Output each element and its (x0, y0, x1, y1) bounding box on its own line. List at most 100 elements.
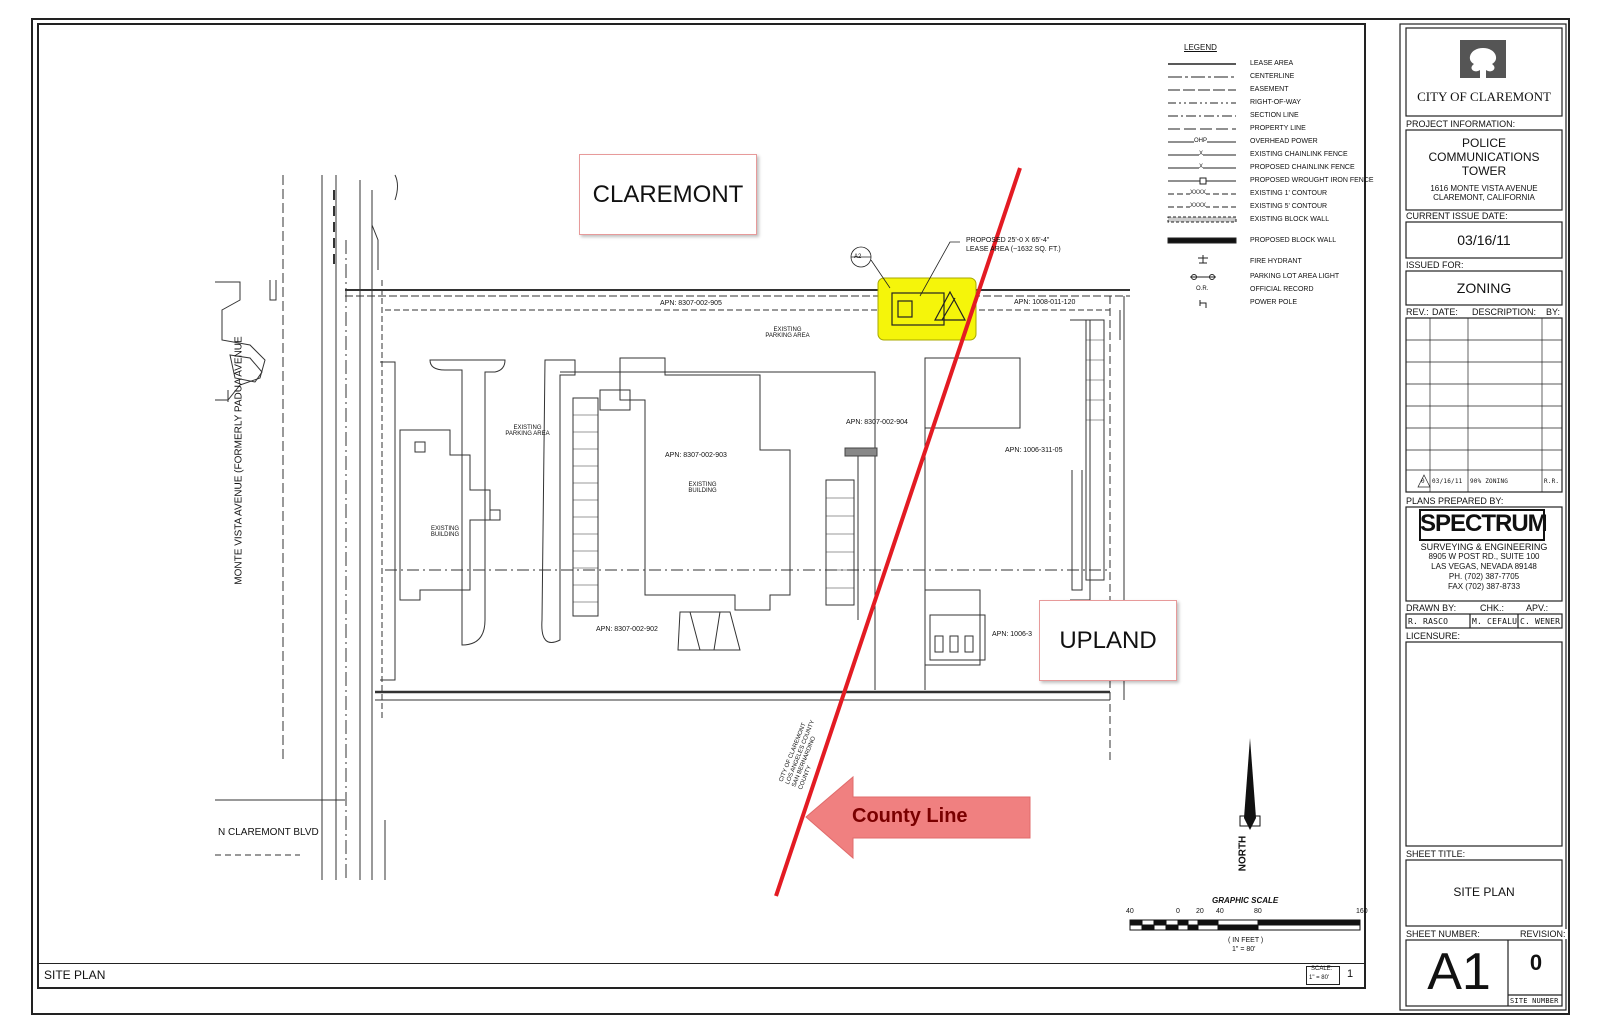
street-label-bottom: N CLAREMONT BLVD (218, 827, 319, 838)
legend-item: RIGHT-OF-WAY (1250, 99, 1301, 106)
city-name: CITY OF CLAREMONT (1417, 89, 1551, 104)
legend-item: SECTION LINE (1250, 112, 1299, 119)
legend-item: FIRE HYDRANT (1250, 258, 1302, 265)
lease-area-highlight (877, 277, 977, 341)
revision-grid (1406, 318, 1562, 492)
lease-note: PROPOSED 25'-0 X 65'-4" (966, 237, 1050, 244)
apn-label: APN: 8307-002-904 (846, 419, 908, 426)
legend-symbol: O.R. (1196, 286, 1209, 292)
scale-tick: 40 (1126, 908, 1134, 915)
legend-item: EASEMENT (1250, 86, 1289, 93)
sheet-number: A1 (1427, 943, 1491, 1001)
firm-logo-text: SPECTRUM (1420, 510, 1548, 537)
project-name: POLICE COMMUNICATIONS TOWER (1428, 136, 1540, 178)
sheet-title-label: SHEET TITLE: (1404, 849, 1468, 859)
revision-number-box: 0 (1529, 950, 1543, 975)
revision-by: R.R. (1544, 478, 1560, 485)
legend-item: OFFICIAL RECORD (1250, 286, 1314, 293)
footer-scale-box (1306, 966, 1340, 985)
drawn-by: R. RASCO (1408, 617, 1449, 626)
scale-tick: 20 (1196, 908, 1204, 915)
legend-symbol: XXXX (1190, 203, 1207, 209)
sheet-title: SITE PLAN (1453, 885, 1515, 899)
licensure-label: LICENSURE: (1404, 631, 1463, 641)
claremont-callout: CLAREMONT (579, 154, 757, 235)
spectrum-logo-frame (1419, 509, 1545, 541)
scale-tick: 160 (1356, 908, 1368, 915)
legend-item: POWER POLE (1250, 299, 1298, 306)
revision-date: 03/16/11 (1432, 478, 1463, 485)
rev-header: BY: (1544, 307, 1563, 317)
legend-item: OVERHEAD POWER (1250, 138, 1318, 145)
drawing-border (37, 23, 1366, 989)
lease-note: LEASE AREA (~1632 SQ. FT.) (966, 246, 1061, 253)
legend-item: EXISTING BLOCK WALL (1250, 216, 1330, 223)
legend-item: LEASE AREA (1250, 60, 1294, 67)
north-label: NORTH (1237, 835, 1249, 872)
legend-item: PROPERTY LINE (1250, 125, 1306, 132)
existing-building-label: EXISTING BUILDING (430, 526, 460, 538)
issued-for: ZONING (1456, 280, 1512, 296)
scale-tick: 0 (1176, 908, 1180, 915)
revision-label: REVISION: (1518, 929, 1568, 939)
apv-label: APV.: (1524, 603, 1551, 613)
apn-label: APN: 8307-002-902 (596, 626, 658, 633)
county-line-arrow (805, 775, 1031, 860)
footer-scale-label: SCALE: (1311, 966, 1333, 972)
upland-callout: UPLAND (1039, 600, 1177, 681)
legend-item: EXISTING CHAINLINK FENCE (1250, 151, 1348, 158)
apn-label: APN: 8307-002-903 (665, 452, 727, 459)
legend-item: PROPOSED CHAINLINK FENCE (1250, 164, 1355, 171)
graphic-scale (1129, 919, 1361, 931)
legend-item: CENTERLINE (1250, 73, 1295, 80)
legend-item: PROPOSED BLOCK WALL (1250, 237, 1337, 244)
legend-symbol: X (1199, 151, 1204, 157)
footer-strip (37, 963, 1364, 964)
apn-label: APN: 1008-011-120 (1014, 299, 1076, 306)
legend-item: EXISTING 5' CONTOUR (1250, 203, 1328, 210)
apn-label: APN: 1006-311-05 (1005, 447, 1063, 454)
drawn-by-label: DRAWN BY: (1404, 603, 1459, 613)
chk-label: CHK.: (1478, 603, 1507, 613)
apn-label: APN: 1006-3 (992, 631, 1033, 638)
north-arrow (1239, 738, 1261, 830)
checked-by: M. CEFALU (1472, 617, 1518, 626)
revision-number: 0 (1421, 478, 1425, 485)
existing-parking-label: EXISTING PARKING AREA (505, 425, 550, 437)
rev-header: DATE: (1430, 307, 1460, 317)
detail-tag: A2 (854, 254, 862, 260)
legend-symbol: OHP (1194, 138, 1208, 144)
firm-details: SURVEYING & ENGINEERING 8905 W POST RD.,… (1420, 542, 1548, 591)
legend-title: LEGEND (1184, 43, 1217, 52)
street-label-vertical: MONTE VISTA AVENUE (FORMERLY PADUA AVENU… (233, 336, 245, 585)
revision-description: 90% ZONING (1470, 478, 1509, 485)
existing-parking-label: EXISTING PARKING AREA (765, 327, 810, 339)
county-line (774, 167, 1022, 897)
legend-item: EXISTING 1' CONTOUR (1250, 190, 1328, 197)
city-logo (1460, 40, 1506, 82)
legend-symbol: X (1199, 164, 1204, 170)
footer-page-number: 1 (1347, 968, 1354, 980)
scale-units: ( IN FEET ) (1228, 937, 1264, 944)
footer-scale-value: 1" = 80' (1309, 975, 1330, 981)
scale-ratio: 1" = 80' (1232, 946, 1256, 953)
rev-header: DESCRIPTION: (1470, 307, 1539, 317)
county-line-label: County Line (852, 805, 968, 827)
approved-by: C. WENER (1520, 617, 1561, 626)
titleblock-frame (1399, 23, 1567, 1011)
scale-tick: 40 (1216, 908, 1224, 915)
project-info-label: PROJECT INFORMATION: (1404, 119, 1518, 129)
issue-date-label: CURRENT ISSUE DATE: (1404, 211, 1510, 221)
legend-symbol: XXXX (1190, 190, 1207, 196)
site-number-label: SITE NUMBER (1510, 997, 1559, 1005)
footer-title: SITE PLAN (44, 968, 106, 982)
legend-lines (1167, 63, 1237, 308)
project-address: 1616 MONTE VISTA AVENUE CLAREMONT, CALIF… (1430, 184, 1538, 202)
legend-item: PARKING LOT AREA LIGHT (1250, 273, 1340, 280)
issued-for-label: ISSUED FOR: (1404, 260, 1466, 270)
apn-label: APN: 8307-002-905 (660, 300, 722, 307)
scale-tick: 80 (1254, 908, 1262, 915)
sheet-number-label: SHEET NUMBER: (1404, 929, 1482, 939)
